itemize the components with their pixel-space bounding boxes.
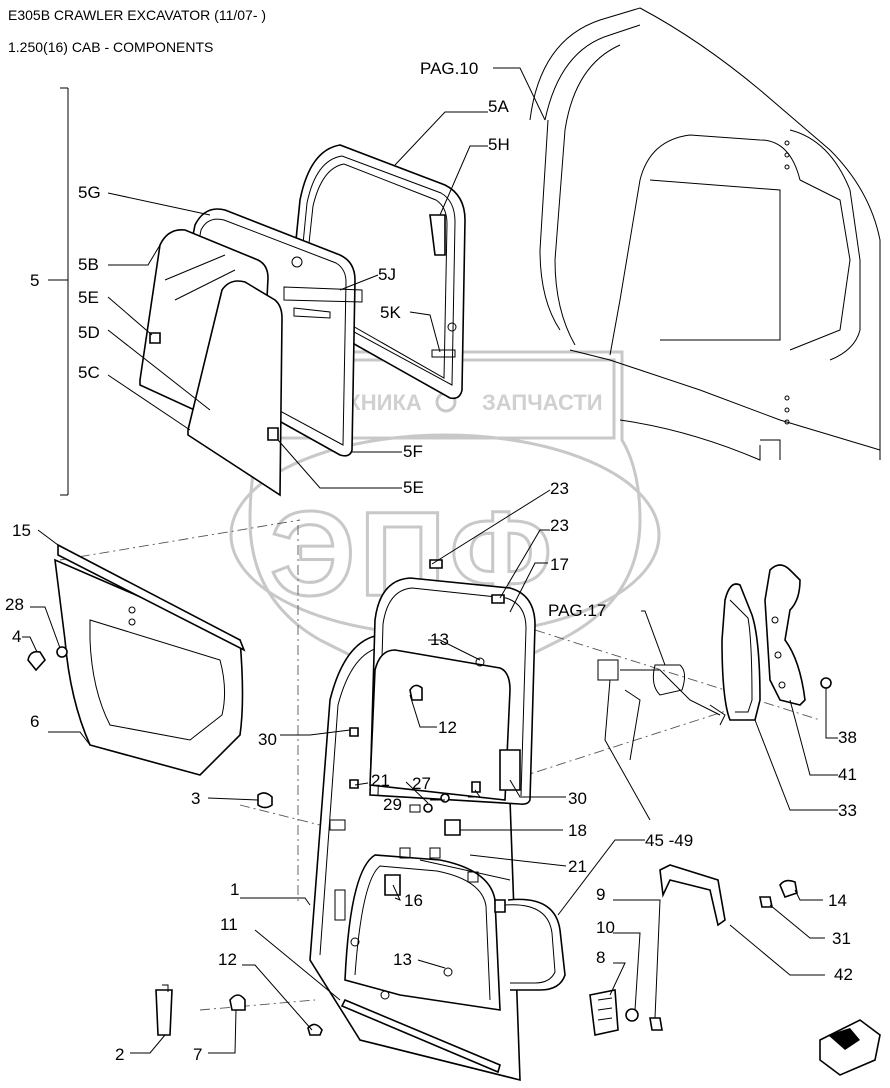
- label-13-bottom[interactable]: 13: [393, 950, 412, 969]
- label-33[interactable]: 33: [838, 801, 857, 820]
- label-5E-bottom[interactable]: 5E: [403, 478, 424, 497]
- label-6[interactable]: 6: [30, 712, 39, 731]
- label-2[interactable]: 2: [115, 1045, 124, 1064]
- left-parts: [22, 543, 323, 1054]
- label-3[interactable]: 3: [191, 789, 200, 808]
- label-14[interactable]: 14: [828, 891, 847, 910]
- label-5E-left[interactable]: 5E: [78, 288, 99, 307]
- label-5H[interactable]: 5H: [488, 135, 510, 154]
- label-12-center[interactable]: 12: [438, 718, 457, 737]
- label-8[interactable]: 8: [596, 948, 605, 967]
- label-5C[interactable]: 5C: [78, 363, 100, 382]
- label-16[interactable]: 16: [404, 891, 423, 910]
- label-41[interactable]: 41: [838, 765, 857, 784]
- label-28[interactable]: 28: [5, 595, 24, 614]
- label-45-49[interactable]: 45 -49: [645, 831, 693, 850]
- label-21-top[interactable]: 21: [371, 771, 390, 790]
- callout-labels: PAG.10 5A 5H 5G 5B 5J 5 5E 5K 5D 5C 5F 5…: [5, 59, 857, 1064]
- label-pag17[interactable]: PAG.17: [548, 601, 606, 620]
- label-5G[interactable]: 5G: [78, 183, 101, 202]
- label-27[interactable]: 27: [412, 774, 431, 793]
- diagram-title: E305B CRAWLER EXCAVATOR (11/07- ): [8, 7, 267, 23]
- label-9[interactable]: 9: [596, 885, 605, 904]
- label-1[interactable]: 1: [230, 880, 239, 899]
- label-5B[interactable]: 5B: [78, 255, 99, 274]
- label-42[interactable]: 42: [834, 965, 853, 984]
- label-38[interactable]: 38: [838, 728, 857, 747]
- label-30-right[interactable]: 30: [568, 789, 587, 808]
- label-5K[interactable]: 5K: [380, 303, 401, 322]
- label-29[interactable]: 29: [383, 795, 402, 814]
- door-panel: [37, 489, 821, 1082]
- label-13-top[interactable]: 13: [430, 630, 449, 649]
- label-5[interactable]: 5: [30, 271, 39, 290]
- label-5J[interactable]: 5J: [378, 265, 396, 284]
- label-21-bottom[interactable]: 21: [568, 857, 587, 876]
- label-5A[interactable]: 5A: [488, 97, 509, 116]
- label-7[interactable]: 7: [193, 1045, 202, 1064]
- label-17[interactable]: 17: [550, 555, 569, 574]
- upper-window-assembly: [48, 87, 488, 497]
- label-pag10[interactable]: PAG.10: [420, 59, 478, 78]
- label-15[interactable]: 15: [12, 521, 31, 540]
- label-18[interactable]: 18: [568, 821, 587, 840]
- label-4[interactable]: 4: [12, 627, 21, 646]
- label-5D[interactable]: 5D: [78, 323, 100, 342]
- label-12-left[interactable]: 12: [218, 950, 237, 969]
- cab-outline: [493, 7, 881, 461]
- label-11[interactable]: 11: [220, 915, 238, 934]
- label-23-top[interactable]: 23: [550, 479, 569, 498]
- label-31[interactable]: 31: [832, 929, 851, 948]
- right-parts: [589, 564, 881, 1076]
- watermark-right-word: ЗАПЧАСТИ: [482, 390, 603, 415]
- label-30-left[interactable]: 30: [258, 730, 277, 749]
- label-10[interactable]: 10: [596, 918, 615, 937]
- section-title: 1.250(16) CAB - COMPONENTS: [8, 39, 214, 55]
- label-5F[interactable]: 5F: [403, 442, 423, 461]
- label-23-bottom[interactable]: 23: [550, 516, 569, 535]
